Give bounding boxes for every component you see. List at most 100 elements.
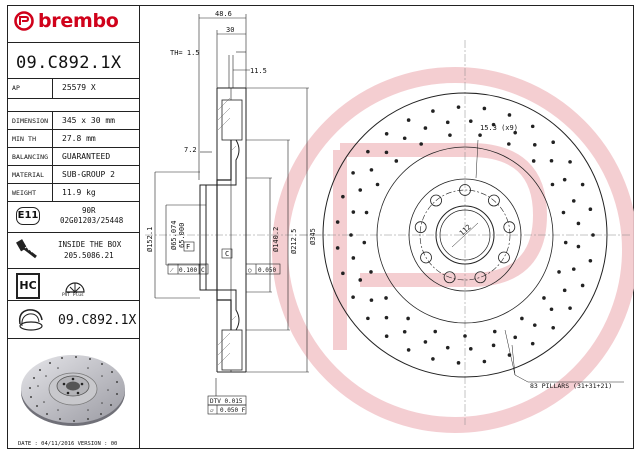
drill-hole — [419, 142, 423, 146]
drill-hole — [384, 150, 389, 155]
drill-hole — [532, 143, 537, 147]
drill-hole — [369, 298, 374, 302]
drill-hole — [530, 124, 535, 129]
drill-hole — [513, 335, 518, 340]
drill-hole — [557, 270, 561, 274]
drill-hole — [507, 113, 512, 117]
drill-hole — [576, 244, 581, 249]
drill-hole — [335, 246, 340, 250]
spec-label: AP — [12, 84, 21, 92]
drill-hole — [591, 233, 595, 237]
drill-hole — [468, 347, 473, 351]
drill-hole — [463, 334, 467, 338]
hc-icon: HC — [16, 273, 40, 299]
drill-hole — [576, 221, 581, 226]
bolt-hole — [414, 221, 427, 234]
drill-hole — [580, 283, 585, 288]
disc-front-view — [322, 92, 608, 378]
drill-hole — [531, 159, 536, 163]
drill-hole — [335, 220, 340, 224]
spec-value: 345 x 30 mm — [62, 116, 115, 125]
drill-hole — [366, 316, 370, 321]
ece-line2: 02G01203/25448 — [60, 216, 124, 225]
tol-f-ref: C — [201, 267, 205, 274]
drill-hole — [366, 149, 370, 154]
section-hatch — [217, 97, 237, 366]
brembo-watermark — [272, 67, 634, 433]
disc-outline-icon — [18, 309, 43, 331]
brembo-mark-icon — [14, 11, 34, 31]
drill-hole — [341, 271, 345, 276]
drill-hole — [384, 315, 389, 320]
drill-hole — [369, 168, 374, 172]
drill-hole — [482, 106, 487, 111]
spec-value: 27.8 mm — [62, 134, 96, 143]
drill-hole — [482, 359, 487, 364]
drill-hole — [456, 105, 461, 109]
spec-label: MATERIAL — [12, 171, 45, 179]
drill-hole — [431, 357, 435, 361]
drill-hole — [384, 334, 389, 339]
drill-hole — [406, 316, 410, 321]
drill-hole — [384, 296, 388, 300]
drill-hole — [433, 329, 438, 334]
dim-d65000: 65.000 — [178, 223, 186, 248]
drill-hole — [562, 288, 567, 293]
drill-hole — [364, 210, 369, 215]
drill-hole — [568, 306, 572, 310]
spec-label: WEIGHT — [12, 189, 37, 197]
drill-hole — [394, 159, 399, 163]
flatness-symbol-icon: ▱ — [210, 407, 214, 414]
spec-value: GUARANTEED — [62, 152, 111, 161]
drill-hole — [423, 126, 428, 130]
dim-d65074: Ø65.074 — [170, 220, 178, 250]
drill-hole — [402, 329, 407, 334]
drill-hole — [491, 343, 496, 348]
bolt-hole — [430, 194, 442, 207]
drill-hole — [351, 295, 355, 299]
drill-hole — [530, 341, 535, 346]
dim-hat-width: 30 — [226, 26, 234, 34]
spec-label: BALANCING — [12, 153, 49, 161]
drill-hole — [351, 256, 356, 260]
part-number: 09.C892.1X — [16, 53, 122, 73]
drill-hole — [448, 133, 452, 137]
spec-label: DIMENSION — [12, 117, 49, 125]
drill-hole — [551, 325, 555, 330]
drill-hole — [588, 258, 593, 263]
bolt-hole — [488, 194, 500, 207]
drill-hole — [369, 270, 373, 274]
drill-hole — [549, 158, 554, 163]
drill-hole — [431, 109, 435, 113]
dim-pillars: 83 PILLARS (31+31+21) — [530, 382, 612, 390]
drill-hole — [507, 142, 511, 146]
part-number-bottom: 09.C892.1X — [58, 313, 137, 328]
drill-hole — [341, 194, 345, 199]
drill-hole — [478, 133, 482, 137]
bolt-hole — [474, 271, 487, 284]
technical-drawing: 48.6 30 TH= 1.5 11.5 7.2 Ø152.1 Ø65.074 … — [145, 10, 634, 433]
drill-hole — [456, 361, 461, 365]
datum-c: C — [225, 250, 229, 258]
runout-symbol-icon: ⟋ — [170, 268, 174, 274]
e11-mark-icon: E11 — [16, 207, 40, 225]
drill-hole — [568, 160, 572, 164]
inside-box-code: 205.5086.21 — [64, 251, 114, 260]
drill-hole — [561, 210, 566, 215]
dim-offset: 11.5 — [250, 67, 267, 75]
info-panel — [7, 5, 140, 449]
screw-icon — [16, 239, 37, 259]
drill-hole — [384, 131, 389, 136]
dim-pcd: 112 — [458, 223, 473, 237]
dim-overall-width: 48.6 — [215, 10, 232, 18]
drill-hole — [491, 122, 496, 127]
drill-hole — [520, 316, 524, 321]
circle-symbol-icon: ○ — [248, 267, 252, 274]
drill-hole — [351, 171, 355, 175]
drill-hole — [532, 323, 537, 327]
drill-hole — [549, 307, 554, 312]
drill-hole — [351, 210, 356, 214]
spec-value: 11.9 kg — [62, 188, 96, 197]
drill-hole — [571, 267, 576, 271]
dim-d345: Ø345 — [309, 228, 317, 245]
